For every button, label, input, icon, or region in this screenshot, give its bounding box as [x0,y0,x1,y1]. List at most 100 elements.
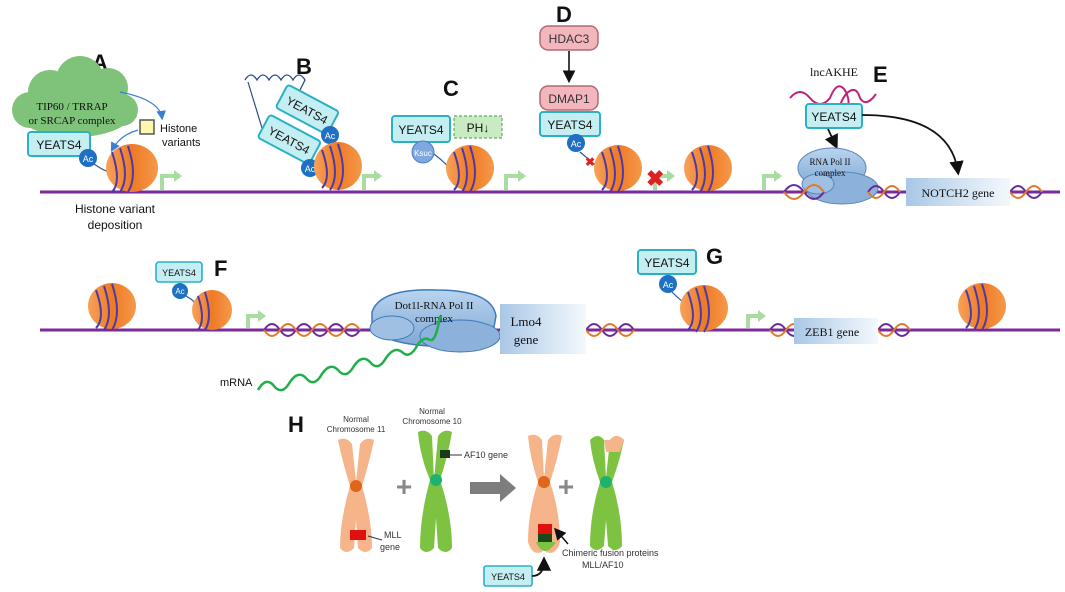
ac-mark-a [79,149,97,167]
tss-arrow-e [762,174,774,190]
ac-label-b2: Ac [305,164,316,174]
hdac3-label: HDAC3 [549,32,590,46]
ac-label-g: Ac [663,280,674,290]
chromosome-10 [418,430,452,552]
tss-arrow-b [362,174,374,190]
lncakhe-label: lncAKHE [810,65,858,79]
chromosome-11 [338,438,374,552]
zeb1-gene-label: ZEB1 gene [805,325,859,339]
polii-label-e1: RNA Pol II [809,157,850,167]
chrom11-label-2: Chromosome 11 [327,425,386,434]
ph-label: PH↓ [467,121,490,135]
panel-d-letter: D [556,2,572,27]
mrna-strand [256,315,442,392]
dmap1-label: DMAP1 [548,92,590,106]
dot1l-label-2: complex [415,313,453,325]
mll-label-1: MLL [384,530,402,540]
lmo4-gene-label-1: Lmo4 [510,314,542,329]
ksuc-label: Ksuc [414,149,432,158]
hdac3-box [539,25,599,51]
block-mark-small: ✖ [585,155,595,169]
ac-mark-d [567,134,585,152]
derivative-chromosome-10 [590,436,624,550]
dna-helix-e [783,184,1043,200]
deposition-caption-2: deposition [88,218,143,232]
histone-variants-label-2: variants [162,137,201,149]
arrow-complex-to-variants [119,91,166,121]
fusion-label-2: MLL/AF10 [582,560,624,570]
nucleosome-a [106,144,158,193]
ac-label-d: Ac [571,139,582,149]
yeats4-label-g: YEATS4 [644,256,689,270]
af10-label: AF10 gene [464,450,508,460]
notch2-gene-label: NOTCH2 gene [922,186,995,200]
dmap1-box [539,85,599,111]
plus-sign-2: + [558,471,574,502]
chrom10-label-2: Chromosome 10 [402,417,462,426]
yeats4-label-h: YEATS4 [491,572,525,582]
panel-h-letter: H [288,412,304,437]
dot1l-polii-complex [369,289,501,353]
plus-sign-1: + [396,471,412,502]
rna-pol-ii-complex-e [797,147,879,205]
arrow-variants-to-nucleosome [110,129,139,153]
histone-variants-label-1: Histone [160,123,197,135]
tss-arrow-a [160,174,174,190]
translocation-arrow [470,474,516,502]
ac-label-f: Ac [175,287,184,296]
panel-c-letter: C [443,76,459,101]
tss-arrow-g [746,314,758,328]
nucleosome-g1 [680,285,728,333]
ac-label-b1: Ac [325,131,336,141]
nucleosome-d [594,145,642,193]
yeats4-box-e [805,103,863,129]
ph-indicator [453,115,503,139]
chrom10-label-1: Normal [419,407,445,416]
zeb1-gene-box [794,318,878,344]
ac-mark-f [172,283,188,299]
nucleosome-b [314,142,362,191]
arrow-yeats4-fusion [531,556,552,577]
ac-mark-b1 [321,126,339,144]
lmo4-gene-box [500,304,586,354]
nucleosome-f1 [88,283,136,331]
tss-arrow-d [653,174,667,190]
complex-cloud-a [12,56,138,137]
ac-label-a: Ac [83,154,94,164]
tss-arrow-c [504,174,518,190]
fusion-label-1: Chimeric fusion proteins [562,548,659,558]
nucleosome-c [446,145,494,193]
ac-mark-g [659,275,677,293]
polii-label-e2: complex [815,168,846,178]
panel-f-letter: F [214,256,227,281]
dot1l-label-1: Dot1l-RNA Pol II [395,300,474,312]
yeats4-box-f [155,261,203,283]
histone-variant-icon [139,119,155,135]
complex-label-line1: TIP60 / TRRAP [36,101,107,113]
nucleosome-g2 [958,283,1006,331]
derivative-chromosome-11 [528,434,562,553]
yeats4-label-f: YEATS4 [162,268,196,278]
dna-helix-f [263,323,635,337]
ksuc-mark [411,140,435,164]
mll-label-2: gene [380,542,400,552]
panel-e-letter: E [873,62,888,87]
block-mark-large: ✖ [646,166,664,191]
arrow-fusion-label [554,527,569,545]
yeats4-box-g [637,249,697,275]
lmo4-gene-label-2: gene [514,332,539,347]
tss-arrow-f [246,314,258,328]
notch2-gene-box [906,178,1010,206]
nucleosome-f2 [192,290,232,331]
nucleosome-e1 [684,145,732,193]
panel-b-letter: B [296,54,312,79]
chrom11-label-1: Normal [343,415,369,424]
yeats4-box-a [27,131,91,157]
yeats4-label-c: YEATS4 [398,123,443,137]
coil-b [244,74,306,91]
complex-label-line2: or SRCAP complex [29,115,116,127]
mrna-label: mRNA [220,377,253,389]
panel-g-letter: G [706,244,723,269]
yeats4-label-a: YEATS4 [36,138,81,152]
